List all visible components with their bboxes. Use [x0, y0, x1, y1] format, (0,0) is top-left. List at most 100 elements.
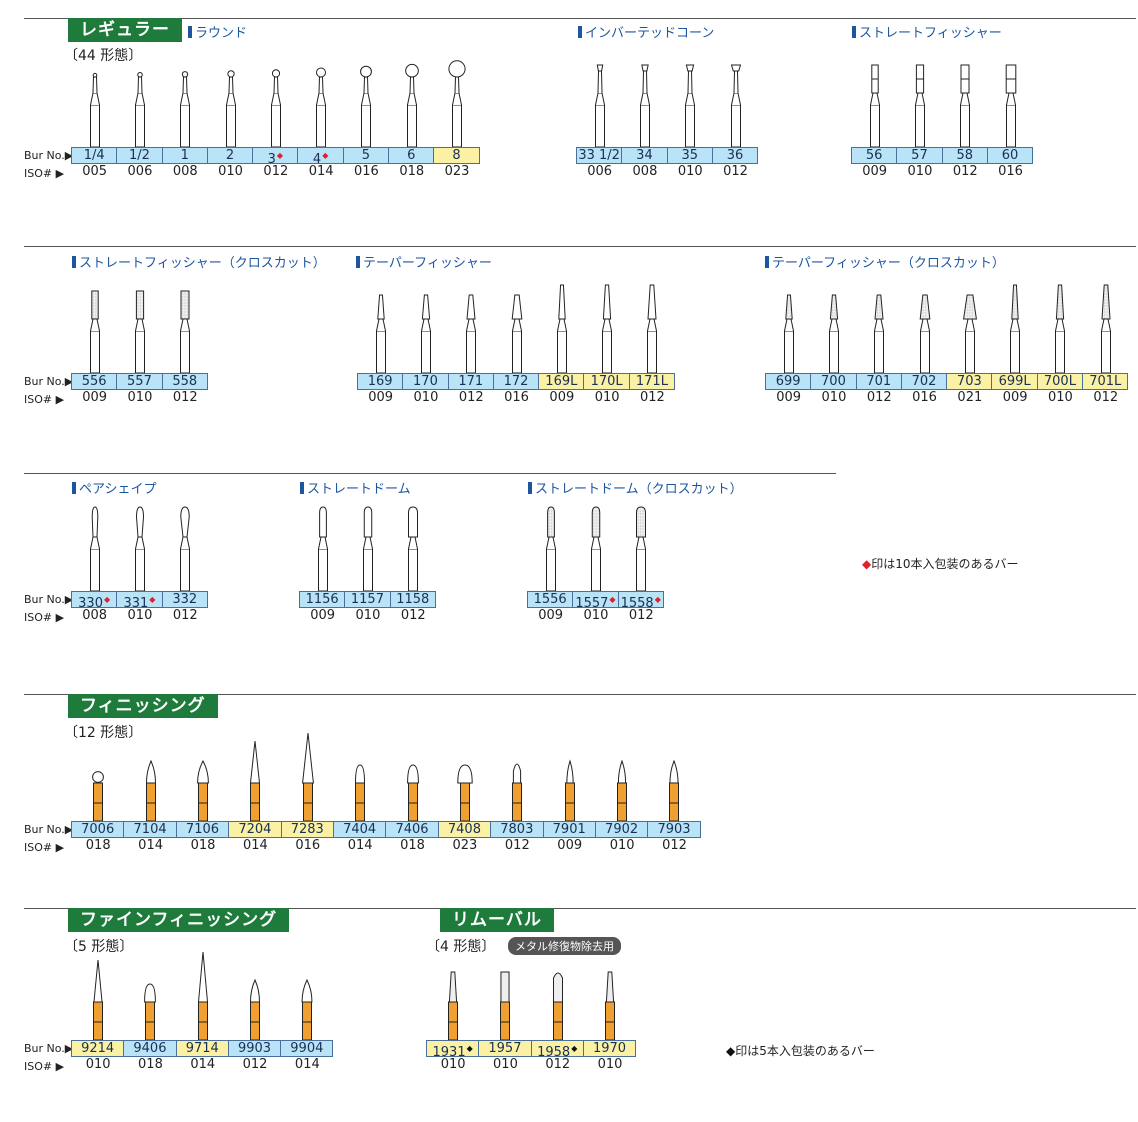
bur-number: 1157: [350, 592, 384, 607]
red-diamond-icon: ◆: [276, 151, 284, 160]
bur-number: 331: [123, 596, 149, 611]
bur-cell-2: 2: [206, 147, 254, 164]
iso-number: 010: [218, 164, 243, 179]
bur-1-illustration: [163, 57, 208, 147]
iso-number: 010: [413, 390, 439, 405]
bur-number: 701L: [1089, 374, 1122, 389]
bur-number: 700L: [1043, 374, 1076, 389]
bur-701L-illustration: [1083, 283, 1128, 373]
bur-cell-701L: 701L: [1082, 373, 1129, 390]
subtitle-straight-dome-cc: ストレートドーム（クロスカット）: [528, 478, 743, 497]
bur-7901-illustration: [544, 731, 596, 821]
bur-cell-7283: 7283: [280, 821, 334, 838]
bur-cell-1-4: 1/4: [71, 147, 118, 164]
bur-cell-1157: 1157: [344, 591, 391, 608]
bur-cell-7204: 7204: [228, 821, 282, 838]
black-diamond-icon: ◆: [571, 1044, 578, 1053]
bur-171-illustration: [449, 283, 494, 373]
bur-cell-9904: 9904: [280, 1040, 334, 1057]
iso-number: 016: [295, 838, 321, 853]
bur-cell-1957: 1957: [478, 1040, 532, 1057]
divider-top: [24, 18, 1136, 19]
iso-number: 014: [294, 1057, 320, 1072]
bur-number: 60: [1001, 148, 1019, 163]
bur-701-illustration: [857, 283, 902, 373]
fine-finishing-count: 〔5 形態〕: [64, 939, 134, 955]
bur-illustrations: [72, 731, 701, 821]
iso-number: 010: [609, 838, 635, 853]
bur-9904-illustration: [281, 950, 333, 1040]
bur-number: 6: [407, 148, 416, 163]
bur-cell-7901: 7901: [542, 821, 596, 838]
bur-cell-1556: 1556: [527, 591, 574, 608]
bur-number: 556: [81, 374, 107, 389]
bur-cell-1158: 1158: [389, 591, 436, 608]
bur-57-illustration: [897, 57, 942, 147]
subtitle-inverted-cone: インバーテッドコーン: [578, 22, 714, 41]
bur-34-illustration: [622, 57, 667, 147]
bur-5-illustration: [344, 57, 389, 147]
iso-number: 012: [545, 1057, 571, 1072]
bur-cell-56: 56: [851, 147, 898, 164]
iso-number: 010: [821, 390, 847, 405]
bur-1957-illustration: [479, 950, 531, 1040]
bur-169-illustration: [358, 283, 403, 373]
bur-cell-58: 58: [941, 147, 988, 164]
bur-cell-7803: 7803: [490, 821, 544, 838]
note-10-pack: ◆印は10本入包装のあるバー: [862, 557, 1019, 571]
iso-label: ISO# ▶: [24, 841, 65, 854]
bur-170L-illustration: [584, 283, 629, 373]
bur-number: 4: [312, 152, 322, 167]
bur-36-illustration: [713, 57, 758, 147]
bur-cell-57: 57: [896, 147, 943, 164]
bur-cell-1156: 1156: [299, 591, 346, 608]
iso-number: 023: [452, 838, 478, 853]
divider-fine: [24, 908, 1136, 909]
bur-number: 703: [956, 374, 982, 389]
bur-9406-illustration: [124, 950, 176, 1040]
bur-cell-170: 170: [402, 373, 449, 390]
bur-number: 1957: [488, 1041, 522, 1056]
iso-number: 012: [504, 838, 530, 853]
bur-number: 34: [636, 148, 653, 163]
iso-number: 012: [172, 608, 198, 623]
red-diamond-icon: ◆: [322, 151, 329, 160]
black-diamond-icon: ◆: [466, 1044, 473, 1053]
bur-703-illustration: [947, 283, 992, 373]
bur-number: 35: [681, 148, 699, 163]
bur-number: 169: [367, 374, 393, 389]
iso-number: 009: [310, 608, 336, 623]
bur-illustrations: [528, 501, 664, 591]
bur-556-illustration: [72, 283, 117, 373]
finishing-count: 〔12 形態〕: [64, 725, 143, 741]
bur-number: 7404: [343, 822, 377, 837]
bur-331-illustration: [117, 501, 162, 591]
iso-number: 014: [242, 838, 268, 853]
bur-number: 1558: [620, 596, 654, 611]
header-fine-finishing: ファインフィニッシング: [68, 908, 290, 932]
removal-count: 〔4 形態〕: [426, 939, 496, 955]
iso-number: 018: [400, 838, 425, 853]
iso-number: 006: [587, 164, 613, 179]
bur-number: 557: [127, 374, 152, 389]
bur-cell-9214: 9214: [71, 1040, 125, 1057]
iso-number: 023: [444, 164, 470, 179]
bur-cell-5: 5: [342, 147, 390, 164]
bur-illustrations: [72, 950, 333, 1040]
iso-number: 010: [907, 164, 933, 179]
bur-171L-illustration: [630, 283, 675, 373]
iso-label: ISO# ▶: [24, 1060, 65, 1073]
iso-number: 008: [172, 164, 198, 179]
bur-169L-illustration: [539, 283, 584, 373]
iso-number: 012: [662, 838, 687, 853]
bur-9714-illustration: [177, 950, 229, 1040]
